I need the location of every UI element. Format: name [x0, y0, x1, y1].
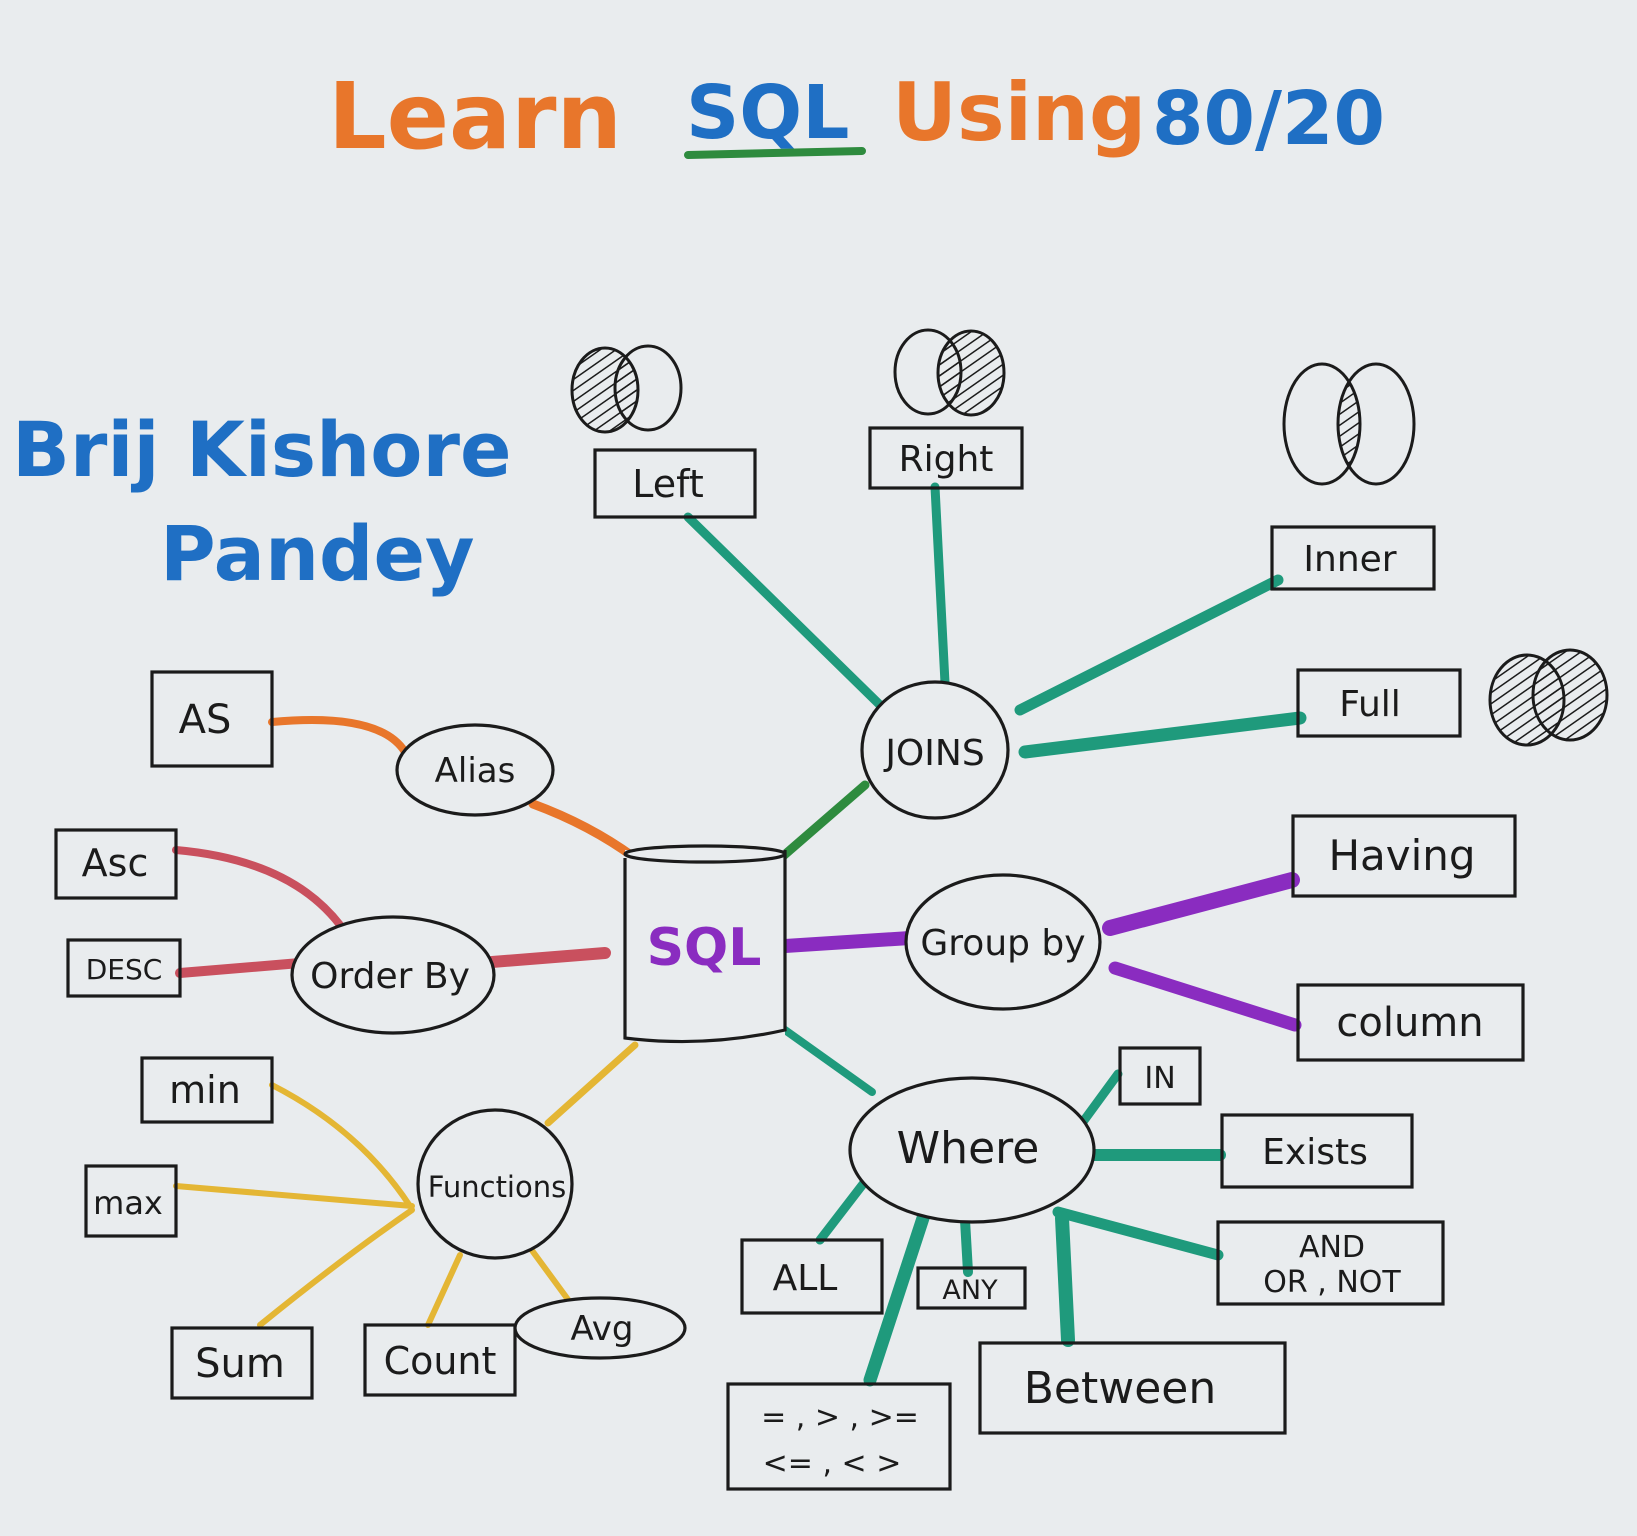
svg-text:Exists: Exists [1262, 1132, 1368, 1173]
svg-text:OR , NOT: OR , NOT [1263, 1265, 1401, 1300]
hub-functions: Functions [416, 1108, 574, 1260]
link-joins-left [683, 512, 885, 710]
where-and-box: AND OR , NOT [1216, 1220, 1445, 1306]
functions-max-box: max [84, 1164, 178, 1238]
link-sql-joins [777, 780, 870, 862]
venn-inner-icon [1282, 362, 1416, 486]
center-sql-label: SQL [647, 918, 762, 978]
link-where-ops [863, 1205, 932, 1387]
functions-min-box: min [140, 1056, 274, 1124]
link-where-between [1055, 1211, 1075, 1347]
link-functions-max [173, 1183, 415, 1209]
where-between-box: Between [978, 1341, 1287, 1435]
hub-orderby-label: Order By [310, 956, 470, 997]
svg-text:Full: Full [1339, 684, 1401, 725]
where-in-box: IN [1118, 1046, 1202, 1106]
title: Learn SQL Using 80/20 [328, 63, 1385, 170]
link-sql-alias [528, 799, 640, 863]
groupby-having-box: Having [1291, 814, 1517, 898]
title-learn: Learn [328, 63, 622, 170]
svg-text:Inner: Inner [1303, 539, 1396, 580]
link-where-any [960, 1215, 973, 1277]
where-all-box: ALL [740, 1238, 884, 1315]
link-joins-full [1018, 711, 1307, 759]
orderby-asc-box: Asc [54, 828, 178, 900]
link-sql-orderby [486, 947, 611, 968]
svg-text:ANY: ANY [942, 1275, 998, 1306]
joins-left-box: Left [593, 448, 757, 519]
alias-as-box: AS [150, 670, 274, 768]
hub-functions-label: Functions [428, 1170, 566, 1204]
link-groupby-having [1102, 872, 1300, 936]
groupby-column-box: column [1296, 983, 1525, 1062]
link-groupby-column [1108, 961, 1302, 1032]
link-joins-right [930, 482, 950, 688]
link-functions-count [425, 1252, 463, 1328]
link-orderby-asc [172, 846, 344, 929]
link-sql-where [781, 1026, 876, 1096]
where-exists-box: Exists [1220, 1113, 1414, 1189]
joins-full-box: Full [1296, 668, 1462, 738]
svg-text:AND: AND [1299, 1230, 1365, 1265]
svg-text:AS: AS [179, 697, 232, 743]
where-operators-box: = , > , >= <= , < > [726, 1382, 952, 1491]
author-line1: Brij Kishore [12, 405, 512, 494]
svg-text:DESC: DESC [86, 953, 163, 986]
venn-left-icon [570, 344, 683, 434]
venn-full-icon [1488, 648, 1609, 747]
title-sql-underline [684, 147, 866, 159]
link-where-all [815, 1170, 875, 1245]
where-any-box: ANY [916, 1266, 1027, 1310]
svg-text:Between: Between [1024, 1363, 1217, 1414]
link-joins-inner [1014, 574, 1284, 716]
svg-text:<= , < >: <= , < > [763, 1446, 902, 1481]
author-line2: Pandey [160, 509, 475, 598]
author: Brij Kishore Pandey [12, 405, 512, 598]
link-functions-avg [525, 1242, 575, 1308]
link-functions-min [269, 1082, 413, 1209]
svg-text:Left: Left [632, 462, 704, 506]
svg-text:max: max [93, 1184, 163, 1222]
svg-text:IN: IN [1144, 1061, 1175, 1096]
orderby-desc-box: DESC [66, 938, 182, 998]
svg-text:column: column [1336, 1000, 1483, 1046]
center-sql-node: SQL [623, 844, 787, 1044]
hub-alias: Alias [395, 723, 555, 817]
link-functions-sum [257, 1207, 415, 1328]
svg-text:Sum: Sum [195, 1341, 285, 1387]
svg-text:Having: Having [1328, 831, 1475, 880]
svg-text:Avg: Avg [571, 1309, 634, 1349]
joins-inner-box: Inner [1270, 525, 1436, 591]
hub-alias-label: Alias [435, 751, 516, 791]
svg-text:= , > , >=: = , > , >= [761, 1400, 919, 1435]
link-alias-as [268, 716, 409, 756]
functions-count-box: Count [363, 1323, 517, 1397]
hub-joins-label: JOINS [883, 733, 984, 774]
hub-orderby: Order By [290, 915, 496, 1035]
link-sql-functions [544, 1041, 639, 1127]
link-sql-groupby [778, 931, 917, 953]
hub-groupby-label: Group by [920, 923, 1085, 964]
svg-text:Count: Count [384, 1339, 497, 1383]
functions-sum-box: Sum [170, 1326, 314, 1400]
hub-joins: JOINS [860, 680, 1010, 820]
svg-text:Right: Right [899, 439, 994, 480]
svg-text:min: min [169, 1068, 241, 1112]
title-using: Using [892, 66, 1146, 159]
svg-text:Asc: Asc [82, 841, 149, 885]
title-ratio: 80/20 [1152, 76, 1385, 162]
link-orderby-desc [175, 958, 305, 978]
functions-avg-oval: Avg [513, 1296, 687, 1360]
hub-where: Where [848, 1076, 1096, 1224]
joins-right-box: Right [868, 426, 1024, 490]
title-sql: SQL [686, 70, 849, 156]
venn-right-icon [893, 328, 1006, 417]
svg-text:ALL: ALL [773, 1258, 838, 1299]
link-where-and [1052, 1206, 1224, 1261]
hub-groupby: Group by [904, 873, 1102, 1011]
hub-where-label: Where [897, 1123, 1040, 1174]
